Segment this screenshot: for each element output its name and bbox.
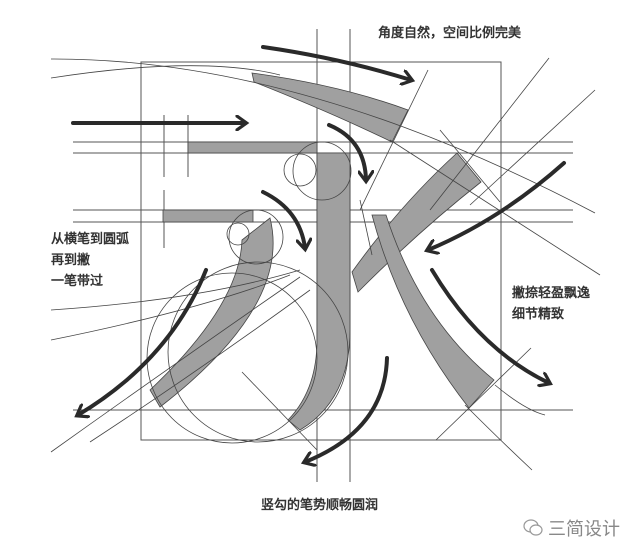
- arrow-icon: [261, 45, 411, 80]
- watermark: 三简设计: [522, 515, 620, 541]
- horizontal-stroke-2: [162, 209, 254, 223]
- annotation-left-line-1: 从横笔到圆弧: [51, 232, 130, 247]
- annotation-bottom: 竖勾的笔势顺畅圆润: [261, 498, 379, 513]
- frame-box: [140, 61, 502, 441]
- arrow-icon: [428, 161, 566, 250]
- annotation-right-line-2: 细节精致: [512, 307, 565, 322]
- arrow-icon: [327, 123, 366, 180]
- vertical-hook-stroke: [287, 152, 351, 431]
- right-upper-stroke: [351, 152, 482, 293]
- wechat-icon: [523, 519, 543, 536]
- circle: [146, 272, 318, 444]
- arrow-icon: [430, 268, 549, 383]
- annotation-right-line-1: 撇捺轻盈飘逸: [512, 286, 591, 301]
- character-strokes: [149, 72, 495, 431]
- right-falling-stroke: [371, 214, 495, 409]
- annotation-left-line-3: 一笔带过: [51, 274, 104, 289]
- direction-arrows: [71, 45, 566, 462]
- circle: [228, 209, 284, 265]
- left-falling-stroke: [149, 217, 274, 408]
- arrow-icon: [305, 356, 389, 462]
- annotation-top: 角度自然，空间比例完美: [378, 26, 522, 41]
- construction-circles: [146, 141, 352, 444]
- top-dot-stroke: [251, 72, 409, 143]
- circle: [167, 261, 349, 443]
- arrow-icon: [261, 190, 305, 248]
- circle: [283, 153, 317, 187]
- circle: [226, 222, 250, 246]
- watermark-text: 三简设计: [548, 519, 620, 540]
- horizontal-stroke-1: [187, 141, 318, 154]
- arrow-icon: [78, 268, 208, 415]
- annotation-left-line-2: 再到撇: [51, 253, 91, 268]
- circle: [292, 141, 352, 201]
